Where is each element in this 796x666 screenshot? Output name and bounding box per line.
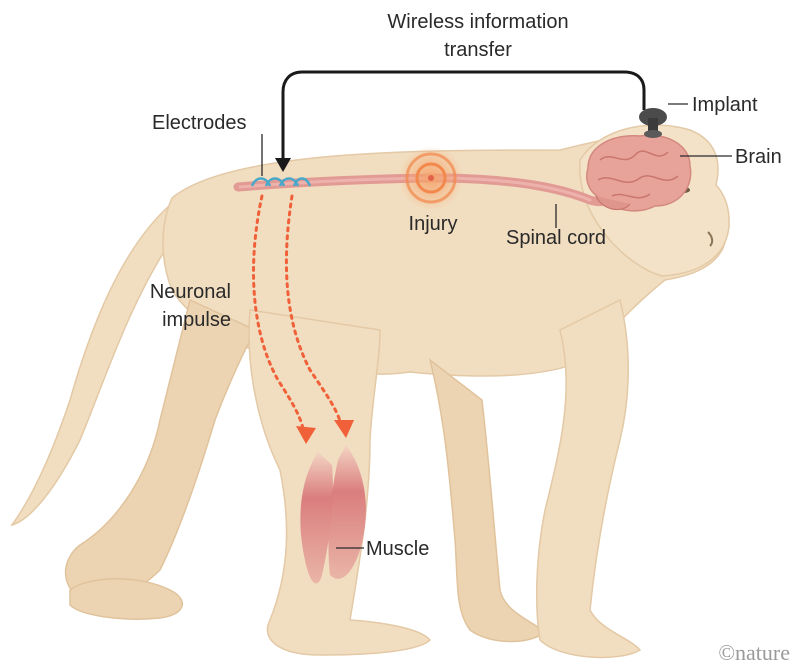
brain — [587, 135, 691, 211]
spinal-cord-label: Spinal cord — [506, 227, 606, 249]
injury-center — [428, 175, 434, 181]
brain-label: Brain — [735, 146, 782, 168]
wireless-label-line1: Wireless information — [387, 11, 568, 33]
nature-credit: ©nature — [718, 640, 790, 665]
injury-label: Injury — [409, 213, 458, 235]
neuronal-label-line1: Neuronal — [150, 281, 231, 303]
monkey-front-leg-back — [430, 360, 545, 642]
monkey-hind-foot — [70, 579, 182, 619]
wireless-label-line2: transfer — [444, 39, 512, 61]
implant-base — [644, 130, 662, 138]
muscle-label: Muscle — [366, 538, 429, 560]
neuronal-label-line2: impulse — [162, 309, 231, 331]
implant-label: Implant — [692, 94, 758, 116]
injury-site — [399, 146, 463, 210]
electrodes-label: Electrodes — [152, 112, 247, 134]
